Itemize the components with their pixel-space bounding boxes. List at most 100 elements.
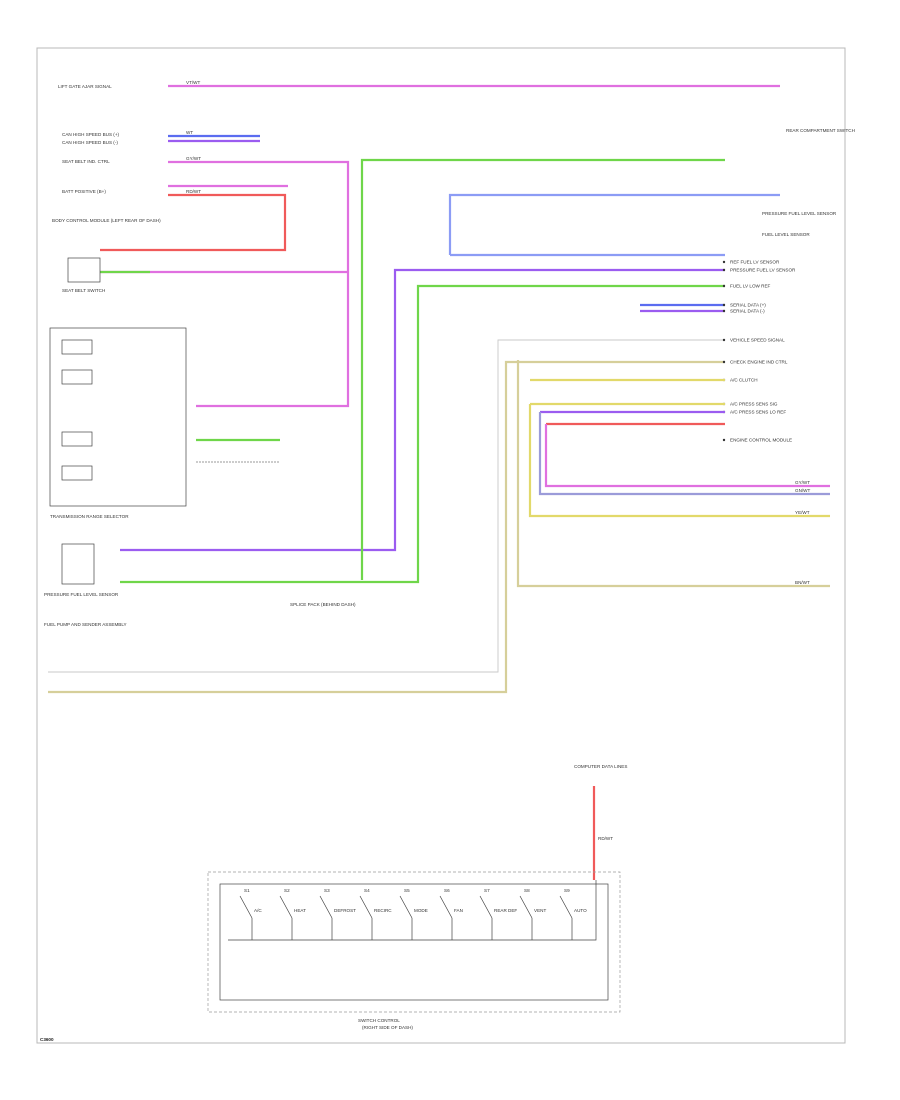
label-fuel-level: FUEL LEVEL SENSOR bbox=[762, 232, 810, 237]
ecm-pin-label: A/C CLUTCH bbox=[730, 378, 758, 383]
ecm-pin-label: VEHICLE SPEED SIGNAL bbox=[730, 338, 785, 343]
label-right-w2: GN/WT bbox=[795, 488, 811, 493]
wire-trans-pink bbox=[196, 270, 350, 408]
label-transmission: TRANSMISSION RANGE SELECTOR bbox=[50, 514, 129, 519]
center-wires bbox=[360, 158, 780, 580]
switch-id: S2 bbox=[284, 888, 290, 893]
trans-switch-1 bbox=[61, 339, 93, 355]
switch-id: S1 bbox=[244, 888, 250, 893]
label-wire-red: RD/WT bbox=[186, 189, 201, 194]
ecm-pin-label: PRESSURE FUEL LV SENSOR bbox=[730, 268, 796, 273]
label-right-w3: YE/WT bbox=[795, 510, 810, 515]
wire-center-lightblue bbox=[448, 193, 780, 255]
switch-label: MODE bbox=[414, 908, 428, 913]
switch-contact bbox=[319, 895, 333, 940]
switch-contact bbox=[439, 895, 453, 940]
seat-belt-switch-box bbox=[67, 257, 101, 283]
label-panel: SWITCH CONTROL bbox=[358, 1018, 400, 1023]
switch-contact bbox=[279, 895, 293, 940]
ecm-pin bbox=[722, 309, 726, 313]
label-wire-blue1: WT bbox=[186, 130, 193, 135]
switch-id: S7 bbox=[484, 888, 490, 893]
ecm-pin bbox=[722, 260, 726, 264]
wire-right-violet bbox=[538, 412, 830, 496]
switch-id: S6 bbox=[444, 888, 450, 893]
label-wire-pink2: GY/WT bbox=[186, 156, 201, 161]
ecm-pin-label: SERIAL DATA (+) bbox=[730, 303, 766, 308]
ecm-pin-label: REF FUEL LV SENSOR bbox=[730, 260, 780, 265]
ecm-pin bbox=[722, 303, 726, 307]
ecm-pin-rows: REF FUEL LV SENSOR PRESSURE FUEL LV SENSO… bbox=[722, 260, 796, 443]
wire-right-pink bbox=[544, 424, 830, 488]
label-can-hi: CAN HIGH SPEED BUS (+) bbox=[62, 132, 120, 137]
switch-contact bbox=[239, 895, 253, 940]
wire-right-tan bbox=[516, 360, 830, 588]
label-panel-sub: (RIGHT SIDE OF DASH) bbox=[362, 1025, 413, 1030]
wire-seat-belt-ind bbox=[168, 160, 350, 270]
label-fuel-pump: FUEL PUMP AND SENDER ASSEMBLY bbox=[44, 622, 127, 627]
switch-contact bbox=[479, 895, 493, 940]
wire-tan-long bbox=[48, 360, 725, 694]
wire-right-yellow bbox=[528, 404, 830, 518]
ecm-pin bbox=[722, 338, 726, 342]
switch-label: VENT bbox=[534, 908, 546, 913]
label-bottom-red: RD/WT bbox=[598, 836, 613, 841]
wire-gray-long bbox=[48, 339, 725, 673]
switch-id: S4 bbox=[364, 888, 370, 893]
fuel-sensor-box bbox=[61, 543, 95, 585]
ecm-pin-label: A/C PRESS SENS SIG bbox=[730, 402, 778, 407]
trans-switch-4 bbox=[61, 465, 93, 481]
bottom-panel-box bbox=[219, 883, 609, 1001]
ecm-pin bbox=[722, 268, 726, 272]
label-seat-belt-ind: SEAT BELT IND. CTRL bbox=[62, 159, 110, 164]
bottom-panel-dash bbox=[207, 871, 621, 1013]
label-right-w4: BN/WT bbox=[795, 580, 810, 585]
ecm-pin bbox=[722, 360, 726, 364]
switch-bus bbox=[228, 880, 597, 941]
switch-label: RECIRC bbox=[374, 908, 392, 913]
switch-id: S5 bbox=[404, 888, 410, 893]
wire-fuel-violet bbox=[120, 268, 725, 552]
label-rear-switch: REAR COMPARTMENT SWITCH bbox=[786, 128, 855, 133]
trans-switch-3 bbox=[61, 431, 93, 447]
switch-label: REAR DEF bbox=[494, 908, 517, 913]
label-wire-pk: VT/WT bbox=[186, 80, 200, 85]
label-pressure-fuel: PRESSURE FUEL LEVEL SENSOR bbox=[762, 211, 837, 216]
ecm-pin-label: FUEL LV LOW REF bbox=[730, 284, 771, 289]
fuel-sensor-section: PRESSURE FUEL LEVEL SENSOR FUEL PUMP AND… bbox=[44, 268, 725, 694]
switch-contact bbox=[359, 895, 373, 940]
label-can-lo: CAN HIGH SPEED BUS (-) bbox=[62, 140, 118, 145]
switch-label: A/C bbox=[254, 908, 262, 913]
switch-contact bbox=[559, 895, 573, 940]
label-splice: SPLICE PACK (BEHIND DASH) bbox=[290, 602, 356, 607]
switch-id: S8 bbox=[524, 888, 530, 893]
wire-batt-red bbox=[100, 193, 287, 252]
page-frame bbox=[36, 47, 846, 1044]
ecm-pin bbox=[722, 438, 726, 442]
ecm-pin-label: SERIAL DATA (-) bbox=[730, 309, 765, 314]
trans-switch-2 bbox=[61, 369, 93, 385]
label-right-w1: GY/WT bbox=[795, 480, 810, 485]
switch-id: S3 bbox=[324, 888, 330, 893]
switch-label: DEFROST bbox=[334, 908, 356, 913]
switch-label: FAN bbox=[454, 908, 463, 913]
ecm-pin bbox=[722, 284, 726, 288]
switch-contact bbox=[399, 895, 413, 940]
switch-label: HEAT bbox=[294, 908, 306, 913]
label-seat-belt-switch: SEAT BELT SWITCH bbox=[62, 288, 105, 293]
transmission-box bbox=[49, 327, 187, 507]
right-section: REAR COMPARTMENT SWITCH PRESSURE FUEL LE… bbox=[516, 128, 855, 588]
ecm-pin-label: A/C PRESS SENS LO REF bbox=[730, 410, 786, 415]
switch-label: AUTO bbox=[574, 908, 587, 913]
label-lift-gate: LIFT GATE AJAR SIGNAL bbox=[58, 84, 112, 89]
ecm-pin-label: ENGINE CONTROL MODULE bbox=[730, 438, 792, 443]
switch-contact bbox=[519, 895, 533, 940]
top-left-section: LIFT GATE AJAR SIGNAL CAN HIGH SPEED BUS… bbox=[52, 80, 780, 293]
label-body-ctrl: BODY CONTROL MODULE (LEFT REAR OF DASH) bbox=[52, 218, 161, 223]
label-connector: COMPUTER DATA LINES bbox=[574, 764, 627, 769]
footer-code: C3600 bbox=[40, 1037, 54, 1042]
